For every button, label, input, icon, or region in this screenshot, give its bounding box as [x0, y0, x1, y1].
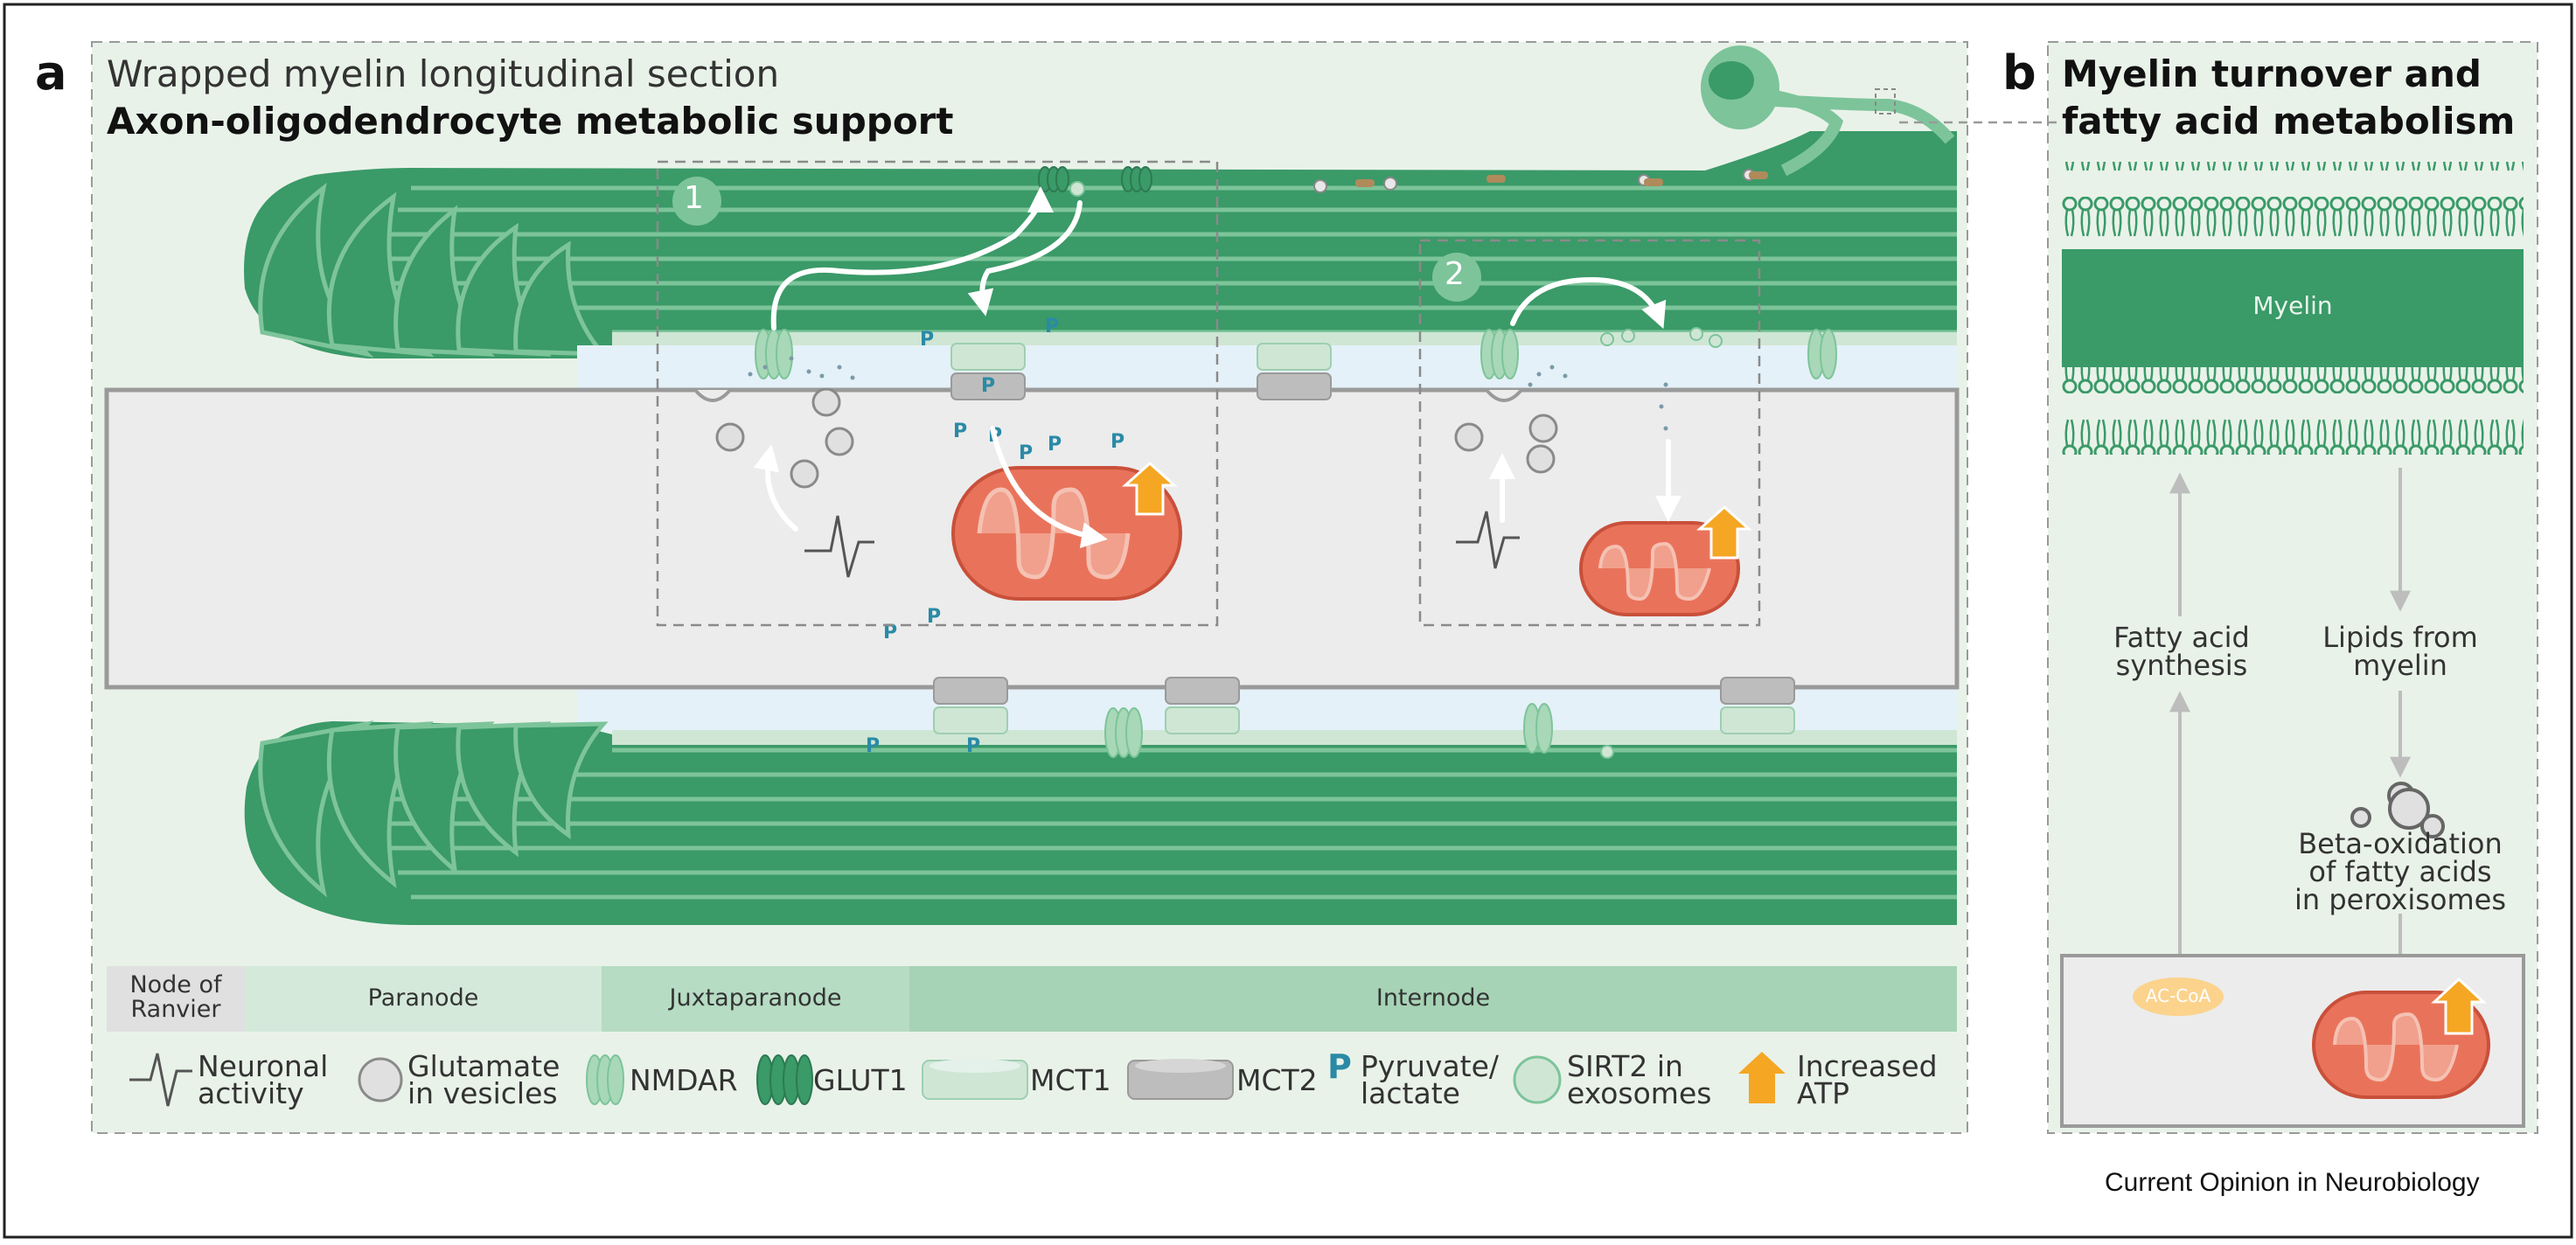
lipid-bottom-layer	[2062, 367, 2524, 455]
legend-icons	[129, 1052, 1786, 1107]
panel-b-title-line2: fatty acid metabolism	[2062, 100, 2516, 143]
region-node-label: Node of Ranvier	[129, 971, 222, 1023]
svg-text:P: P	[1045, 316, 1059, 337]
legend-glutamate-icon	[358, 1057, 403, 1102]
myelin-block	[2062, 249, 2524, 367]
lipid-top-layer	[2062, 162, 2524, 249]
panel-b-letter: b	[2002, 45, 2036, 101]
svg-text:P: P	[1110, 431, 1124, 453]
mitochondrion-2	[1579, 521, 1740, 616]
legend-mct2: MCT2	[1236, 1063, 1318, 1097]
myelin-label: Myelin	[2252, 291, 2333, 320]
legend-mct2-icon	[1127, 1059, 1234, 1100]
legend-atp: Increased ATP	[1797, 1049, 1938, 1110]
svg-text:P: P	[966, 735, 980, 757]
legend-pyruvate-icon: P	[1327, 1047, 1352, 1086]
glutamate-dots	[748, 356, 1668, 431]
svg-text:P: P	[866, 735, 880, 757]
site1-box	[656, 160, 1219, 627]
region-internode	[909, 966, 1957, 1032]
legend-sirt2: SIRT2 in exosomes	[1567, 1049, 1712, 1110]
atp-arrow-b	[2431, 977, 2487, 1035]
svg-text:P: P	[920, 329, 934, 351]
svg-text:P: P	[953, 421, 967, 442]
acoa-label: AC-CoA	[2145, 985, 2211, 1006]
panel-b-diagram	[2060, 162, 2525, 1128]
region-juxtaparanode-label: Juxtaparanode	[669, 984, 842, 1012]
panel-b-title-line1: Myelin turnover and	[2062, 52, 2482, 95]
atp-arrows	[1122, 461, 1752, 560]
panel-a-letter: a	[35, 45, 67, 101]
legend-nmdar-icon	[586, 1054, 624, 1105]
svg-text:P: P	[1048, 434, 1062, 456]
acoa-oval	[2133, 977, 2224, 1016]
site1-number: 1	[684, 180, 704, 216]
site2-number: 2	[1445, 256, 1465, 292]
fatty-acid-synthesis-label: Fatty acid synthesis	[2113, 621, 2250, 682]
mct-transporters	[933, 343, 1795, 734]
svg-text:P: P	[927, 606, 941, 628]
svg-text:P: P	[981, 375, 995, 397]
region-paranode	[245, 966, 602, 1032]
legend-neuronal-activity: Neuronal activity	[198, 1049, 329, 1110]
journal-credit: Current Opinion in Neurobiology	[2105, 1168, 2480, 1197]
panel-a-title: Wrapped myelin longitudinal section	[107, 52, 780, 95]
mitochondrion-1	[951, 466, 1182, 601]
site2-badge	[1432, 253, 1481, 302]
region-internode-label: Internode	[1375, 984, 1491, 1012]
svg-text:P: P	[883, 622, 897, 643]
legend-mct1-icon	[922, 1059, 1028, 1100]
legend-glut1-icon	[756, 1054, 813, 1105]
glut1-transporters	[1038, 166, 1152, 192]
legend-glutamate: Glutamate in vesicles	[407, 1049, 560, 1110]
panel-a-subtitle: Axon-oligodendrocyte metabolic support	[107, 100, 954, 143]
lipids-from-myelin-label: Lipids from myelin	[2322, 621, 2478, 682]
legend-sirt2-icon	[1513, 1055, 1562, 1104]
legend-glut1: GLUT1	[813, 1063, 908, 1097]
site2-box	[1418, 239, 1761, 627]
svg-text:P: P	[1019, 442, 1033, 464]
site1-badge	[672, 177, 721, 226]
legend-neuronal-activity-icon	[129, 1053, 192, 1107]
region-juxtaparanode	[602, 966, 909, 1032]
legend-pyruvate: Pyruvate/ lactate	[1361, 1049, 1500, 1110]
sirt2-exosomes	[1069, 181, 1723, 759]
glutamate-vesicles	[715, 387, 1558, 489]
vesicle-fusion-pits	[693, 388, 1523, 402]
bottom-myelin-sheath	[244, 720, 1957, 925]
beta-oxidation-label: Beta-oxidation of fatty acids in peroxis…	[2294, 827, 2506, 916]
legend-nmdar: NMDAR	[630, 1063, 738, 1097]
region-node	[107, 966, 245, 1032]
neuronal-activity-traces	[804, 511, 1520, 578]
legend-atp-icon	[1738, 1052, 1786, 1103]
region-paranode-label: Paranode	[367, 984, 479, 1012]
nmdar-receptors	[755, 329, 1837, 758]
white-process-arrows	[753, 186, 1681, 548]
peroxisome-icons	[2350, 782, 2445, 838]
legend-mct1: MCT1	[1030, 1063, 1111, 1097]
